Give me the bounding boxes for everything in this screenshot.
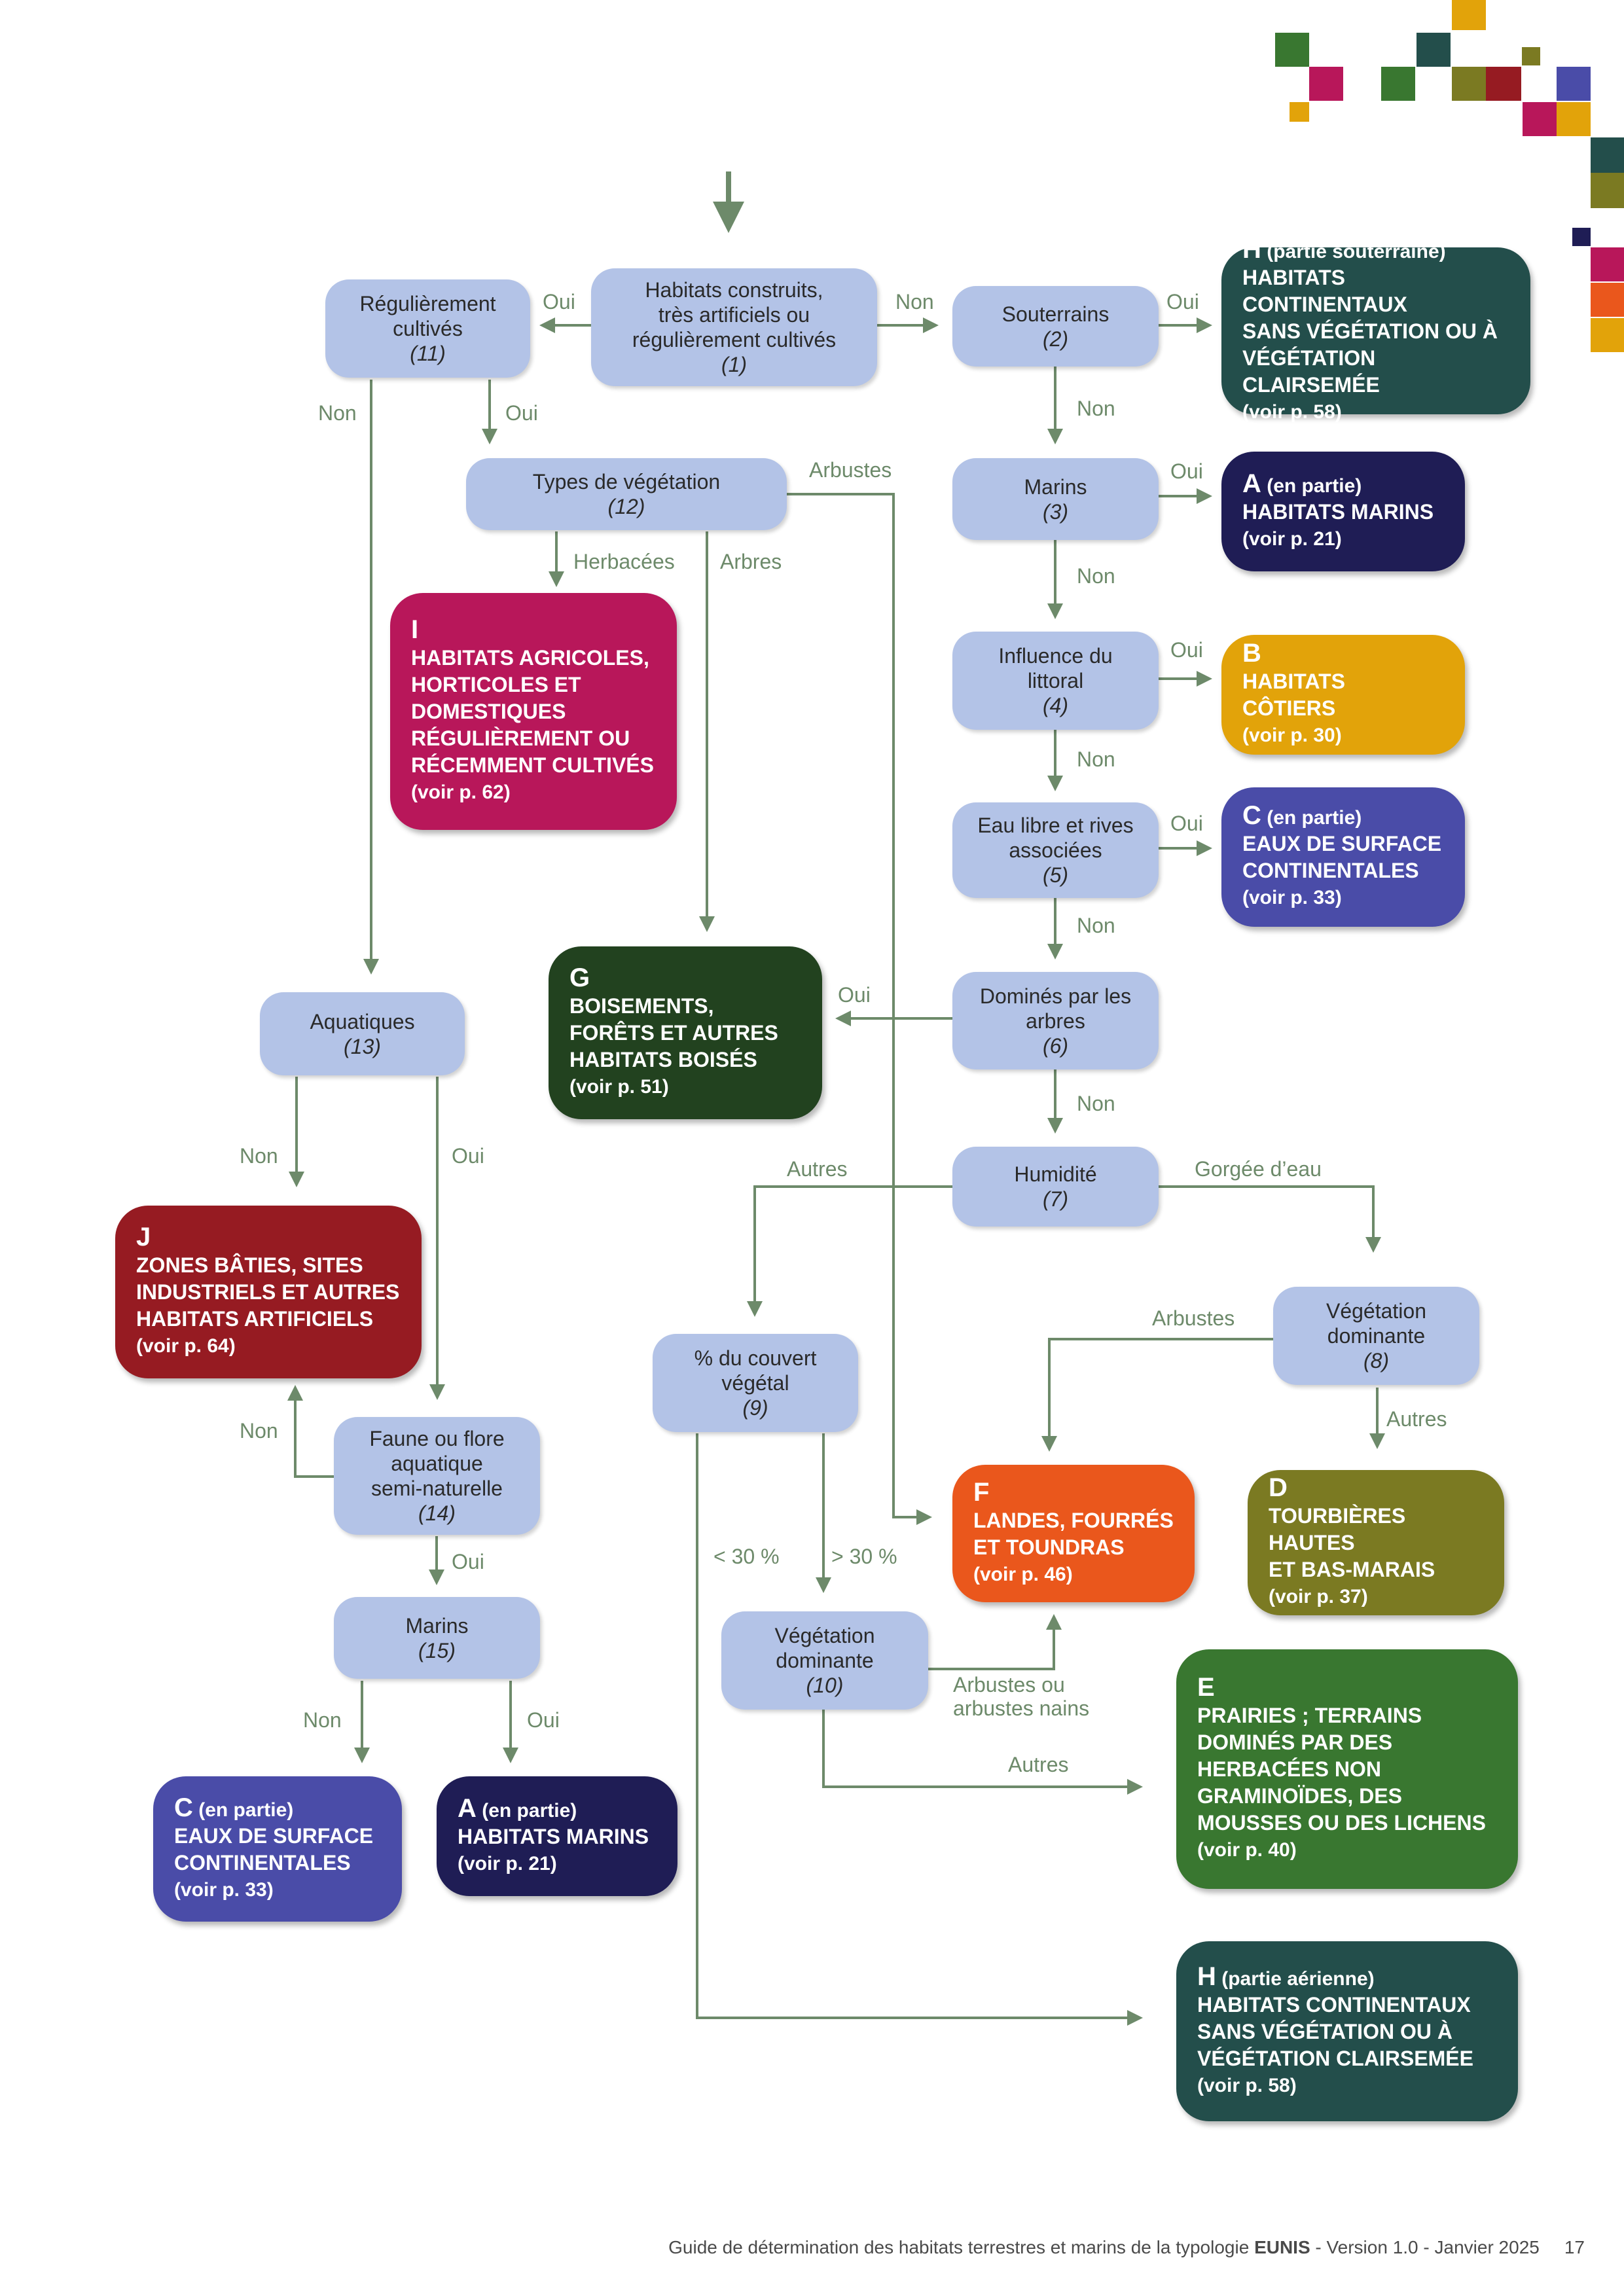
edge-label-non: Non: [895, 290, 934, 314]
page-footer: Guide de détermination des habitats terr…: [668, 2237, 1585, 2257]
edge-label-herbacees: Herbacées: [573, 550, 675, 573]
edge-label-arbustes: Arbustes: [1152, 1306, 1235, 1330]
result-h-aerial: H (partie aérienne) HABITATS CONTINENTAU…: [1176, 1941, 1518, 2121]
edge-label-oui: Oui: [1170, 459, 1203, 483]
deco-square: [1290, 102, 1309, 122]
edge-label-oui: Oui: [505, 401, 538, 425]
question-5-open-water: Eau libre et rives associées (5): [952, 802, 1159, 898]
deco-square: [1591, 283, 1624, 317]
edge-label-non: Non: [1077, 1092, 1115, 1115]
result-a-marine-bottom: A (en partie) HABITATS MARINS (voir p. 2…: [437, 1776, 677, 1896]
edge-label-oui: Oui: [1170, 638, 1203, 662]
result-a-marine-top: A (en partie) HABITATS MARINS (voir p. 2…: [1221, 452, 1465, 571]
result-c-continental-water-bottom: C (en partie) EAUX DE SURFACE CONTINENTA…: [153, 1776, 402, 1922]
connector: [1041, 1338, 1273, 1452]
deco-square: [1572, 228, 1591, 246]
connector: [928, 1614, 1062, 1670]
edge-label-oui: Oui: [1166, 290, 1199, 314]
question-3-marine: Marins (3): [952, 458, 1159, 540]
edge-label-autres: Autres: [1008, 1753, 1069, 1776]
question-13-aquatic: Aquatiques (13): [260, 992, 465, 1075]
deco-square: [1452, 0, 1486, 30]
question-6-tree-dominated: Dominés par les arbres (6): [952, 972, 1159, 1069]
result-g-woodland: G BOISEMENTS, FORÊTS ET AUTRES HABITATS …: [549, 946, 822, 1119]
question-14-semi-natural-aquatic: Faune ou flore aquatique semi-naturelle …: [334, 1417, 540, 1535]
edge-label-non: Non: [303, 1708, 342, 1732]
connector: [747, 1185, 952, 1317]
deco-square: [1486, 67, 1521, 101]
deco-square: [1275, 33, 1309, 67]
connector: [787, 493, 932, 1525]
deco-square: [1416, 33, 1451, 67]
deco-square: [1591, 137, 1624, 173]
question-12-vegetation-types: Types de végétation (12): [466, 458, 787, 530]
edge-label-non: Non: [240, 1419, 278, 1443]
edge-label-gt30: > 30 %: [831, 1545, 897, 1568]
question-11-cultivated: Régulièrement cultivés (11): [325, 279, 530, 378]
edge-label-lt30: < 30 %: [713, 1545, 780, 1568]
edge-label-non: Non: [1077, 397, 1115, 420]
result-b-coastal: B HABITATS CÔTIERS (voir p. 30): [1221, 635, 1465, 755]
deco-square: [1591, 318, 1624, 352]
connector: [287, 1385, 334, 1478]
edge-label-oui: Oui: [1170, 812, 1203, 835]
deco-square: [1557, 102, 1591, 136]
deco-square: [1452, 67, 1486, 101]
question-2-underground: Souterrains (2): [952, 286, 1159, 367]
connector: [696, 1433, 1143, 2026]
edge-label-arbustes-nains: Arbustes ou arbustes nains: [953, 1673, 1090, 1720]
result-i-agricultural: I HABITATS AGRICOLES, HORTICOLES ET DOME…: [390, 593, 677, 830]
deco-square: [1522, 47, 1540, 65]
edge-label-oui: Oui: [527, 1708, 560, 1732]
edge-label-arbustes: Arbustes: [809, 458, 892, 482]
deco-square: [1381, 67, 1415, 101]
edge-label-non: Non: [1077, 747, 1115, 771]
edge-label-autres: Autres: [1386, 1407, 1447, 1431]
edge-label-gorgee: Gorgée d’eau: [1195, 1157, 1322, 1181]
page-number: 17: [1564, 2237, 1585, 2257]
result-d-mire: D TOURBIÈRES HAUTES ET BAS-MARAIS (voir …: [1248, 1470, 1504, 1615]
question-8-dominant-vegetation: Végétation dominante (8): [1273, 1287, 1479, 1385]
question-4-coastal-influence: Influence du littoral (4): [952, 632, 1159, 730]
connector-group: [287, 171, 1385, 2026]
edge-label-autres: Autres: [787, 1157, 848, 1181]
edge-label-non: Non: [1077, 914, 1115, 937]
edge-label-oui: Oui: [452, 1550, 484, 1573]
deco-square: [1523, 102, 1557, 136]
result-j-built: J ZONES BÂTIES, SITES INDUSTRIELS ET AUT…: [115, 1206, 422, 1378]
result-h-underground: H (partie souterraine) HABITATS CONTINEN…: [1221, 236, 1530, 423]
edge-label-oui: Oui: [543, 290, 575, 314]
question-15-marine: Marins (15): [334, 1597, 540, 1679]
question-10-dominant-vegetation: Végétation dominante (10): [721, 1611, 928, 1710]
result-c-continental-water-top: C (en partie) EAUX DE SURFACE CONTINENTA…: [1221, 787, 1465, 927]
connector: [1159, 1185, 1381, 1253]
edge-label-oui: Oui: [452, 1144, 484, 1168]
deco-square: [1309, 67, 1343, 101]
connector: [822, 1710, 1143, 1795]
question-1-artificial: Habitats construits, très artificiels ou…: [591, 268, 877, 386]
question-7-humidity: Humidité (7): [952, 1147, 1159, 1227]
edge-label-non: Non: [318, 401, 357, 425]
edge-label-non: Non: [240, 1144, 278, 1168]
edge-label-oui: Oui: [838, 983, 871, 1007]
deco-square: [1557, 67, 1591, 101]
deco-square: [1591, 247, 1624, 281]
question-9-vegetation-cover: % du couvert végétal (9): [653, 1334, 858, 1432]
result-f-heath: F LANDES, FOURRÉS ET TOUNDRAS (voir p. 4…: [952, 1465, 1195, 1602]
deco-square: [1591, 173, 1624, 208]
edge-label-arbres: Arbres: [720, 550, 782, 573]
result-e-grassland: E PRAIRIES ; TERRAINS DOMINÉS PAR DES HE…: [1176, 1649, 1518, 1889]
edge-label-non: Non: [1077, 564, 1115, 588]
